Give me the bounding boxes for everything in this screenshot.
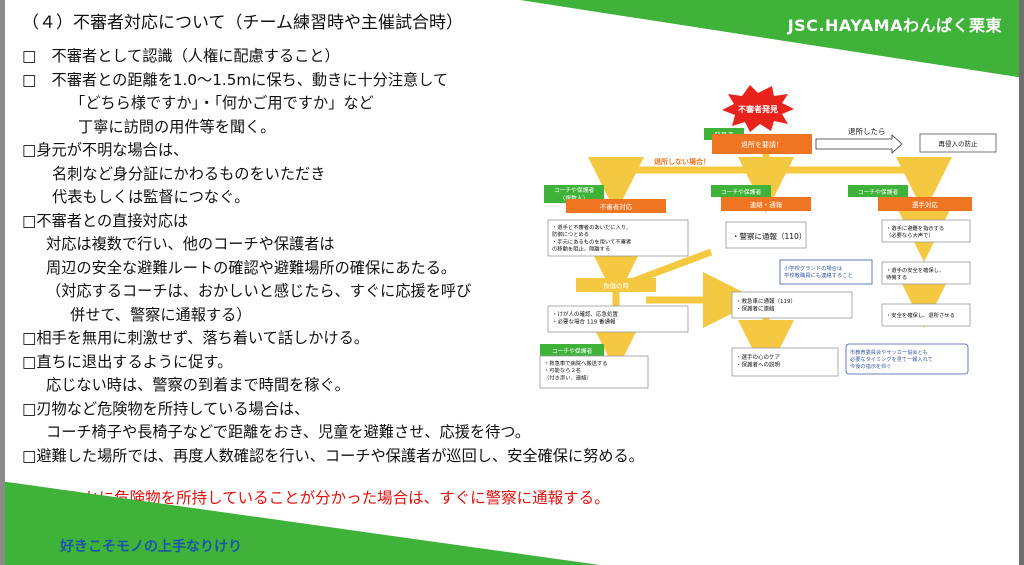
list-item: □刃物など危険物を所持している場合は、: [22, 399, 310, 418]
list-item: 応じない時は、警察の到着まで時間を稼ぐ。: [46, 376, 350, 394]
col3-note-text: 市教育委員会やサッカー協会とも必要なタイミングを見て一報入れて今後の指示を仰ぐ: [850, 348, 933, 370]
list-item: □ 不審者との距離を1.0～1.5mに保ち、動きに十分注意して: [22, 70, 449, 89]
danger-warning: ■あきらかに危険物を所持していることが分かった場合は、すぐに警察に通報する。: [22, 489, 610, 507]
col1-box2: [547, 305, 689, 333]
col3-note: [845, 343, 969, 375]
col3-box2-text: ・選手の安全を確保し、待機する: [886, 266, 944, 281]
leave-arrow: [815, 134, 903, 154]
list-item: □ 不審者として認識（人権に配慮すること）: [22, 47, 340, 65]
brand-name: JSC.HAYAMAわんぱく栗東: [787, 16, 1002, 35]
col3-box3-text: ・安全を確保し、退所させる: [886, 311, 955, 319]
col1-box2-text: ・けが人の確認、応急処置・必要な場合 119 番通報: [552, 310, 619, 325]
header-banner: [520, 0, 1024, 78]
col3-head-label: コーチや保護者: [858, 188, 899, 196]
col2-box1: [725, 221, 807, 249]
list-item: 代表もしくは監督につなぐ。: [52, 188, 250, 206]
prevent-box: [919, 133, 997, 153]
col1-role: [566, 199, 666, 213]
injury-tag: [576, 278, 656, 292]
col3-box3: [881, 303, 971, 327]
col1-box3-text: ・救急車で病院へ搬送する・可能なら２名（付き添い、連絡）: [544, 359, 608, 381]
col3-box1: [881, 219, 971, 243]
list-item: 名刺など身分証にかわるものをいただき: [52, 164, 326, 183]
list-item: □相手を無用に刺激せず、落ち着いて話しかける。: [22, 329, 369, 347]
injury-label: 負傷の時: [603, 281, 630, 290]
list-item: □避難した場所では、再度人数確認を行い、コーチや保護者が巡回し、安全確保に努める…: [22, 446, 644, 465]
col2-box3-text: ・選手の心のケア・保護者への説明: [736, 353, 781, 368]
footer-banner: [0, 481, 600, 565]
alert-star-icon: 不審者発見: [722, 85, 794, 132]
col3-head: [848, 185, 908, 197]
col1-role-label: 不審者対応: [600, 202, 633, 211]
col1-box3: [539, 355, 649, 389]
col3-box2: [881, 261, 971, 285]
col2-head: [711, 185, 771, 197]
list-item: 「どちら様ですか」・「何かご用ですか」など: [70, 94, 374, 112]
list-item: コーチ椅子や長椅子などで距離をおき、児童を避難させ、応援を待つ。: [46, 423, 531, 441]
col2-head-label: コーチや保護者: [721, 188, 762, 196]
list-item: □直ちに退出するように促す。: [22, 352, 233, 371]
list-item: □不審者との直接対応は: [22, 211, 189, 230]
col1-head-label: コーチや保護者（複数人）: [554, 186, 595, 202]
left-edge: [0, 0, 5, 565]
col2-note: [779, 259, 873, 285]
col2-box3: [731, 347, 839, 377]
col1-box1: [547, 219, 689, 257]
col2-note-text: 小学校グランドの場合は学校教職員にも連絡すること: [784, 264, 853, 279]
col2-box1-text: ・警察に通報（110）: [732, 231, 806, 241]
col1-head2: [540, 344, 604, 356]
response-flowchart: 不審者発見 発見者 退所を要請！ 退所したら 再侵入の防止 退所しない場合！ コ…: [539, 85, 997, 389]
list-item: 丁寧に訪問の用件等を聞く。: [78, 117, 276, 136]
flow-arrows: [588, 150, 952, 376]
prevent-label: 再侵入の防止: [939, 139, 979, 148]
col1-head2-label: コーチや保護者: [552, 347, 593, 355]
motto: 好きこそモノの上手なりけり: [60, 539, 242, 555]
col1-head: [544, 185, 604, 203]
list-item: 併せて、警察に通報する）: [70, 305, 252, 324]
col3-box1-text: ・選手に避難を指示する（必要なら大声で）: [886, 224, 944, 239]
not-leave-label: 退所しない場合！: [654, 157, 710, 166]
bullet-list: □ 不審者として認識（人権に配慮すること） □ 不審者との距離を1.0～1.5m…: [22, 45, 662, 468]
list-item: 対応は複数で行い、他のコーチや保護者は: [46, 235, 335, 253]
right-edge: [1019, 0, 1024, 565]
col2-role: [721, 197, 811, 211]
col3-role: [878, 197, 972, 211]
col3-role-label: 選手対応: [912, 200, 939, 209]
if-leave-label: 退所したら: [848, 126, 886, 136]
list-item: （対応するコーチは、おかしいと感じたら、すぐに応援を呼び: [46, 282, 472, 300]
list-item: □身元が不明な場合は、: [22, 141, 189, 159]
page-title: （４）不審者対応について（チーム練習時や主催試合時）: [22, 13, 463, 33]
col2-role-label: 連絡・通報: [750, 200, 783, 209]
start-label: 不審者発見: [738, 104, 778, 114]
decision-box: [712, 134, 812, 154]
col2-box2-text: ・救急車に通報（119）・保護者に連絡: [736, 297, 796, 312]
col1-box1-text: ・選手と不審者のあいだに入り、防御につとめる・手元にあるものを用いて不審者の移動…: [552, 223, 631, 252]
list-item: 周辺の安全な避難ルートの確認や避難場所の確保にあたる。: [46, 258, 457, 277]
col2-box2: [731, 291, 853, 319]
decision-label: 退所を要請！: [741, 140, 783, 149]
